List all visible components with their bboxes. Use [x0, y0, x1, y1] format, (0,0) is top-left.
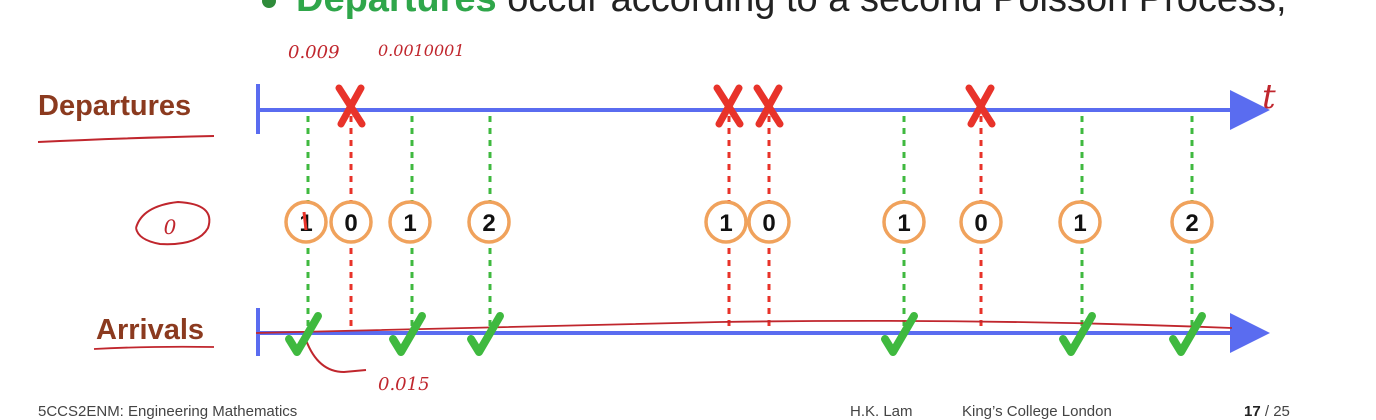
count-value: 1 [719, 210, 732, 237]
arrivals-underline [93, 345, 215, 350]
check-icon [1059, 312, 1096, 356]
count-value: 1 [403, 210, 416, 237]
count-node: 2 [1170, 200, 1214, 244]
count-value: 0 [762, 210, 775, 237]
page-total: / 25 [1264, 403, 1290, 420]
count-value: 1 [897, 210, 910, 237]
cross-icon [753, 84, 784, 128]
check-icon [467, 312, 504, 356]
cross-icon [965, 84, 996, 128]
departure-marks [335, 84, 996, 128]
count-node: 1 [704, 200, 748, 244]
footer-author: H.K. Lam [850, 403, 913, 420]
handwritten-circled-value: 0 [164, 215, 177, 239]
count-value: 2 [1185, 210, 1198, 237]
count-node: 1 [388, 200, 432, 244]
count-node: 0 [959, 200, 1003, 244]
footer-institution: King’s College London [962, 403, 1112, 420]
bullet-highlight: Departures [296, 0, 497, 20]
count-node: 2 [467, 200, 511, 244]
count-node: 1 [1058, 200, 1102, 244]
cross-icon [335, 84, 366, 128]
footer-page-number: 17 / 25 [1244, 403, 1290, 420]
handwritten-stroke [302, 211, 308, 231]
handwritten-note-right: 0.0010001 [378, 41, 465, 60]
count-value: 1 [1073, 210, 1086, 237]
axis-variable-label: t [1262, 77, 1276, 117]
count-value: 0 [344, 210, 357, 237]
bullet-line: Departures occur according to a second P… [262, 0, 1287, 21]
cross-icon [713, 84, 744, 128]
queue-counts: 1 0 1 2 1 0 1 0 1 2 [284, 200, 1214, 244]
count-value: 2 [482, 210, 495, 237]
check-icon [389, 312, 426, 356]
count-node: 1 [882, 200, 926, 244]
count-value: 0 [974, 210, 987, 237]
check-icon [285, 312, 322, 356]
arrival-marks [285, 312, 1206, 356]
count-node: 0 [747, 200, 791, 244]
bullet-text: occur according to a second Poisson Proc… [497, 0, 1286, 20]
departures-label: Departures [38, 90, 192, 122]
handwritten-note-left: 0.009 [288, 42, 340, 63]
departures-underline [37, 135, 215, 143]
count-node: 0 [329, 200, 373, 244]
check-icon [1169, 312, 1206, 356]
page-current: 17 [1244, 403, 1261, 420]
footer-course: 5CCS2ENM: Engineering Mathematics [38, 403, 298, 420]
arrivals-label: Arrivals [96, 314, 205, 346]
check-icon [881, 312, 918, 356]
bullet-dot [262, 0, 276, 8]
handwritten-pointer [305, 339, 367, 374]
handwritten-circle [135, 200, 211, 246]
handwritten-note-bottom: 0.015 [378, 374, 430, 395]
